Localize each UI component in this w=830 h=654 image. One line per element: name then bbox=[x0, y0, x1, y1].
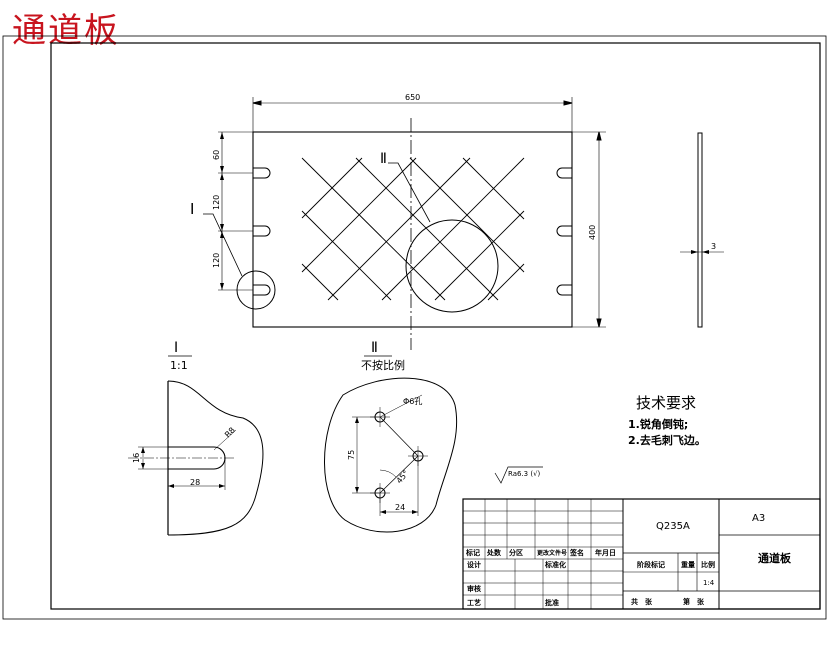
dim-400-arrow-b bbox=[596, 318, 602, 328]
tb-row-design: 设计 bbox=[467, 560, 481, 569]
slot-right-2 bbox=[556, 225, 572, 237]
tb-row-approve: 批准 bbox=[545, 598, 559, 607]
side-view bbox=[680, 132, 724, 328]
tb-scale-value: 1:4 bbox=[703, 579, 715, 587]
slot-left-1 bbox=[253, 167, 271, 179]
detail-I-break-outline bbox=[167, 380, 264, 536]
slot-right-1 bbox=[556, 167, 572, 179]
detail-I-width-text: 16 bbox=[132, 453, 141, 463]
dim-120-a-text: 120 bbox=[212, 195, 221, 210]
detail-I-scale: 1:1 bbox=[170, 359, 188, 372]
dim-650-text: 650 bbox=[405, 93, 420, 102]
title-block bbox=[462, 498, 821, 610]
tb-row-process: 工艺 bbox=[467, 598, 481, 607]
slot-right-3 bbox=[556, 284, 572, 296]
detail-I-length-text: 28 bbox=[190, 478, 200, 487]
tb-col-sign: 签名 bbox=[569, 548, 584, 557]
roughness-symbol bbox=[494, 466, 543, 484]
detail-II-horizontal-text: 24 bbox=[395, 503, 405, 512]
detail-II-scale: 不按比例 bbox=[361, 358, 405, 372]
diamond-lattice bbox=[301, 157, 525, 301]
tb-scale-label: 比例 bbox=[701, 560, 715, 569]
tb-col-qty: 处数 bbox=[486, 548, 502, 557]
tb-row-std: 标准化 bbox=[544, 560, 566, 569]
tb-part-name: 通道板 bbox=[758, 551, 792, 565]
thickness-text: 3 bbox=[711, 242, 716, 251]
detail-I-radius-text: R8 bbox=[223, 426, 237, 440]
detail-II-leader bbox=[388, 162, 431, 223]
tech-item-2: 2.去毛刺飞边。 bbox=[628, 433, 706, 447]
detail-I-label: I bbox=[174, 340, 178, 356]
tb-col-mark: 标记 bbox=[465, 548, 480, 557]
tech-item-1: 1.锐角倒钝; bbox=[628, 417, 688, 431]
dim-400-arrow-t bbox=[596, 131, 602, 141]
tb-row-check: 审核 bbox=[467, 584, 481, 593]
tb-sheet-size: A3 bbox=[752, 513, 765, 524]
detail-I-drawing bbox=[128, 380, 264, 536]
tech-heading: 技术要求 bbox=[636, 394, 696, 412]
tb-col-docno: 更改文件号 bbox=[537, 549, 567, 557]
slot-left-3 bbox=[253, 284, 271, 296]
dim-60-text: 60 bbox=[212, 150, 221, 160]
detail-II-break-outline bbox=[324, 377, 458, 533]
roughness-text: Ra6.3 (√) bbox=[508, 470, 541, 478]
dim-120-b-text: 120 bbox=[212, 253, 221, 268]
dim-650-arrow-l bbox=[252, 100, 262, 106]
side-view-plate bbox=[697, 132, 703, 328]
detail-I-leader bbox=[203, 213, 243, 277]
detail-I-marker: I bbox=[190, 200, 194, 218]
plate-outline bbox=[252, 131, 573, 328]
tb-stage-mark: 阶段标记 bbox=[637, 560, 665, 569]
main-view bbox=[203, 97, 606, 350]
inner-frame bbox=[50, 42, 821, 610]
outer-frame bbox=[2, 35, 827, 620]
tb-material: Q235A bbox=[656, 521, 690, 532]
detail-II-label: Ⅱ bbox=[371, 340, 378, 356]
detail-II-hole-text: Φ6孔 bbox=[403, 397, 422, 406]
detail-II-circle bbox=[405, 219, 499, 313]
dim-650-arrow-r bbox=[563, 100, 573, 106]
tb-sheets-total: 共 张 bbox=[631, 597, 653, 606]
tb-sheet-no: 第 张 bbox=[683, 597, 705, 606]
detail-II-drawing bbox=[324, 377, 458, 533]
tb-weight-label: 重量 bbox=[681, 560, 695, 569]
tb-col-zone: 分区 bbox=[509, 548, 523, 557]
detail-II-marker: Ⅱ bbox=[380, 151, 387, 167]
angle-arc bbox=[379, 469, 397, 478]
dim-400-text: 400 bbox=[588, 225, 597, 240]
tb-col-date: 年月日 bbox=[595, 548, 616, 557]
detail-II-vertical-text: 75 bbox=[347, 450, 356, 460]
drawing-title-stamp: 通道板 bbox=[12, 11, 120, 51]
slot-left-2 bbox=[253, 225, 271, 237]
detail-II-angle-text: 45° bbox=[395, 469, 411, 486]
